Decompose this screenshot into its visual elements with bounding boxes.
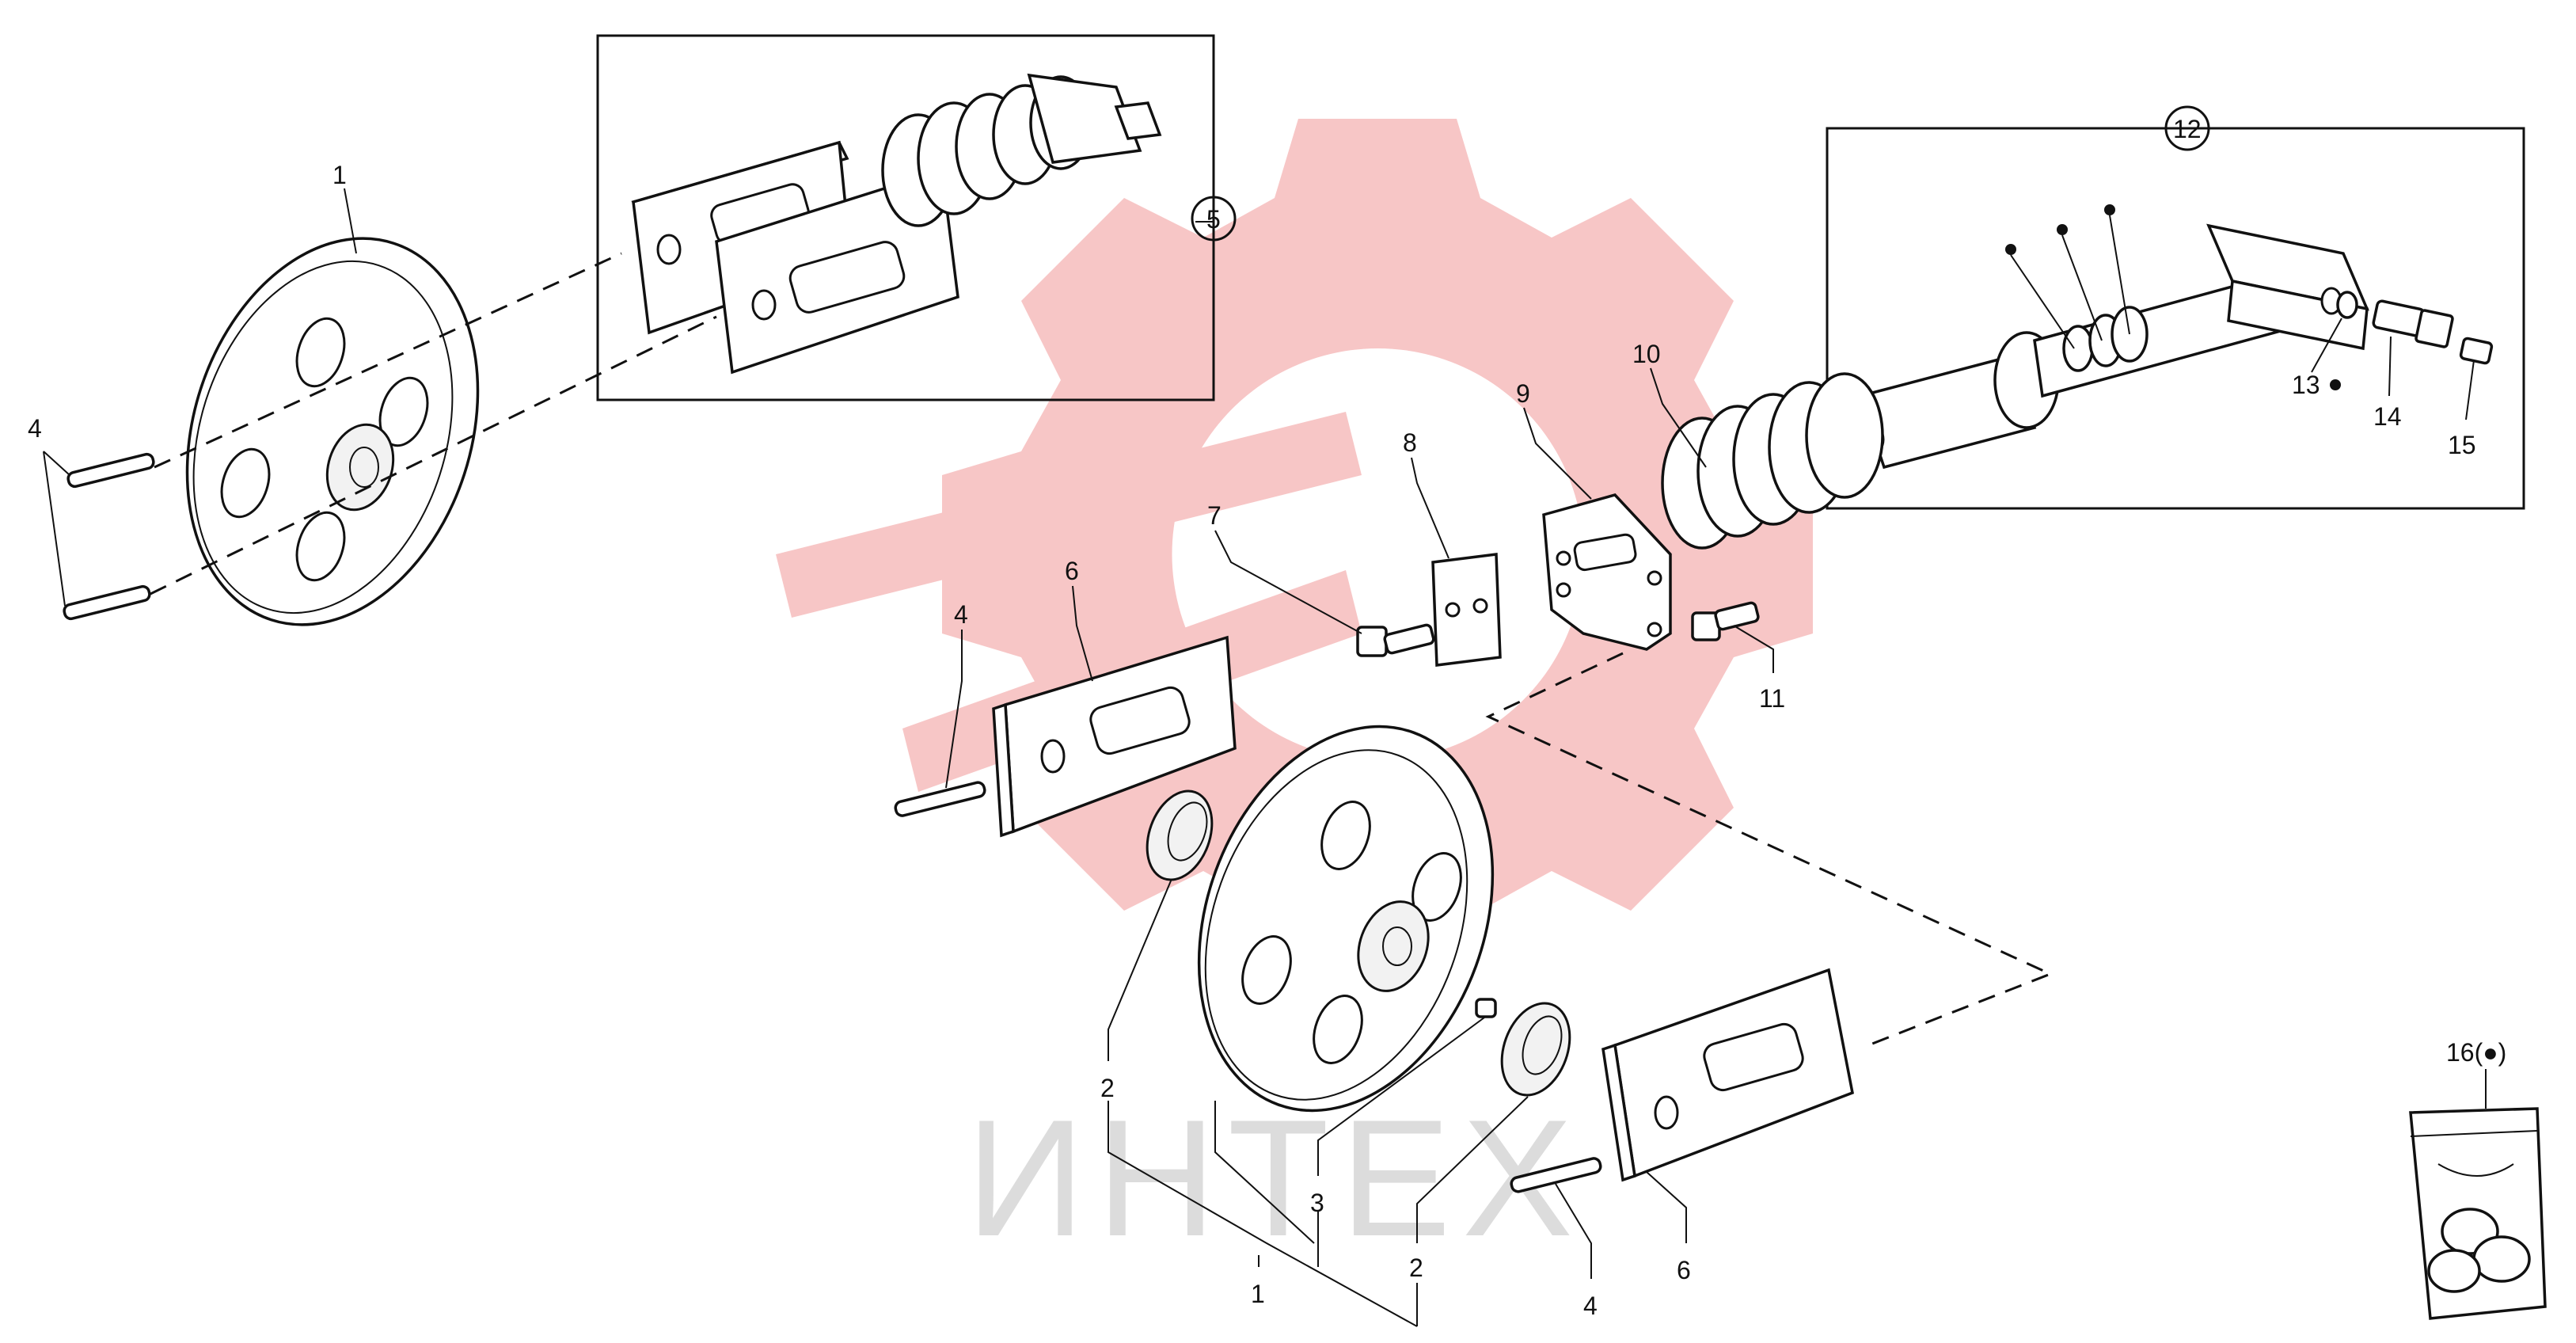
callout-circle-12 bbox=[2164, 105, 2210, 151]
recoil-spring-assembly bbox=[631, 73, 1162, 375]
leader-4b bbox=[945, 630, 963, 789]
leader-1a bbox=[344, 188, 357, 254]
idler-wheel-top bbox=[185, 237, 480, 626]
grease-valve-14 bbox=[2372, 299, 2454, 348]
watermark-text: ИНТЕХ bbox=[966, 1085, 1584, 1271]
leader-4a bbox=[43, 451, 70, 607]
guide-plate-6-upper bbox=[992, 635, 1237, 838]
label-2-right: 2 bbox=[1409, 1254, 1423, 1282]
leader-2b bbox=[1416, 1096, 1529, 1243]
marker-dot-2 bbox=[2057, 224, 2068, 235]
label-1-top: 1 bbox=[332, 161, 347, 189]
seal-rings bbox=[2062, 306, 2149, 372]
parts-bag-16 bbox=[2409, 1107, 2547, 1320]
label-8: 8 bbox=[1403, 428, 1417, 457]
leader-14 bbox=[2388, 336, 2392, 397]
marker-dot-1 bbox=[2005, 244, 2016, 255]
leader-4c bbox=[1555, 1183, 1592, 1279]
label-4-middle: 4 bbox=[954, 600, 968, 629]
washer-13 bbox=[2336, 291, 2358, 319]
callout-box-5 bbox=[596, 34, 1215, 401]
label-3: 3 bbox=[1310, 1189, 1324, 1217]
leader-6b bbox=[1646, 1171, 1687, 1243]
assembly-line-center-1 bbox=[1485, 652, 2054, 1047]
pin-4-middle bbox=[894, 781, 986, 817]
label-5: 5 bbox=[1206, 205, 1221, 234]
leader-1-bracket bbox=[1108, 1101, 1418, 1327]
spring-bracket-9 bbox=[1542, 493, 1672, 651]
pin-4-upper bbox=[66, 452, 155, 489]
guide-plate-6-lower bbox=[1601, 968, 1854, 1182]
leader-6a bbox=[1072, 585, 1093, 682]
pin-4-lower-right bbox=[1510, 1157, 1602, 1193]
bearing-2-left bbox=[1146, 789, 1214, 881]
assembly-line-upper-1 bbox=[154, 252, 622, 469]
bearing-2-right bbox=[1500, 1002, 1571, 1097]
label-9: 9 bbox=[1516, 379, 1530, 408]
label-4-bottom: 4 bbox=[1583, 1292, 1598, 1320]
leader-8 bbox=[1411, 457, 1449, 559]
pin-4-lower bbox=[63, 584, 151, 621]
label-6-lower: 6 bbox=[1677, 1256, 1691, 1284]
grease-fitting-15 bbox=[2459, 337, 2494, 365]
label-7: 7 bbox=[1207, 501, 1222, 530]
bolt-7 bbox=[1356, 623, 1435, 657]
label-13: 13 bbox=[2292, 371, 2320, 399]
label-2-left: 2 bbox=[1100, 1074, 1115, 1102]
plate-8 bbox=[1431, 553, 1502, 667]
leader-3 bbox=[1317, 1017, 1485, 1176]
label-4-top: 4 bbox=[28, 414, 42, 443]
label-1-bottom: 1 bbox=[1251, 1280, 1265, 1308]
plug-3 bbox=[1475, 998, 1497, 1018]
leader-13 bbox=[2311, 318, 2342, 373]
label-6-upper: 6 bbox=[1065, 557, 1079, 585]
marker-dot-13 bbox=[2330, 379, 2341, 390]
label-10: 10 bbox=[1632, 340, 1661, 368]
watermark-stripe-1 bbox=[776, 412, 1362, 618]
callout-box-12 bbox=[1826, 127, 2525, 510]
callout-circle-5 bbox=[1191, 196, 1237, 242]
leader-2a bbox=[1108, 878, 1172, 1061]
leader-9 bbox=[1523, 407, 1592, 500]
label-16: 16(●) bbox=[2446, 1038, 2506, 1067]
bolt-11 bbox=[1691, 601, 1760, 641]
label-12: 12 bbox=[2173, 115, 2202, 143]
leader-10 bbox=[1650, 367, 1707, 468]
label-14: 14 bbox=[2373, 402, 2402, 431]
label-11: 11 bbox=[1759, 684, 1785, 713]
label-15: 15 bbox=[2448, 431, 2476, 459]
assembly-line-upper-2 bbox=[150, 315, 717, 595]
marker-dot-3 bbox=[2104, 204, 2115, 215]
idler-wheel-center bbox=[1197, 725, 1495, 1113]
recoil-spring-10 bbox=[1661, 372, 1884, 550]
leader-15 bbox=[2465, 360, 2475, 420]
leader-7 bbox=[1214, 530, 1362, 634]
leader-11 bbox=[1733, 625, 1774, 673]
